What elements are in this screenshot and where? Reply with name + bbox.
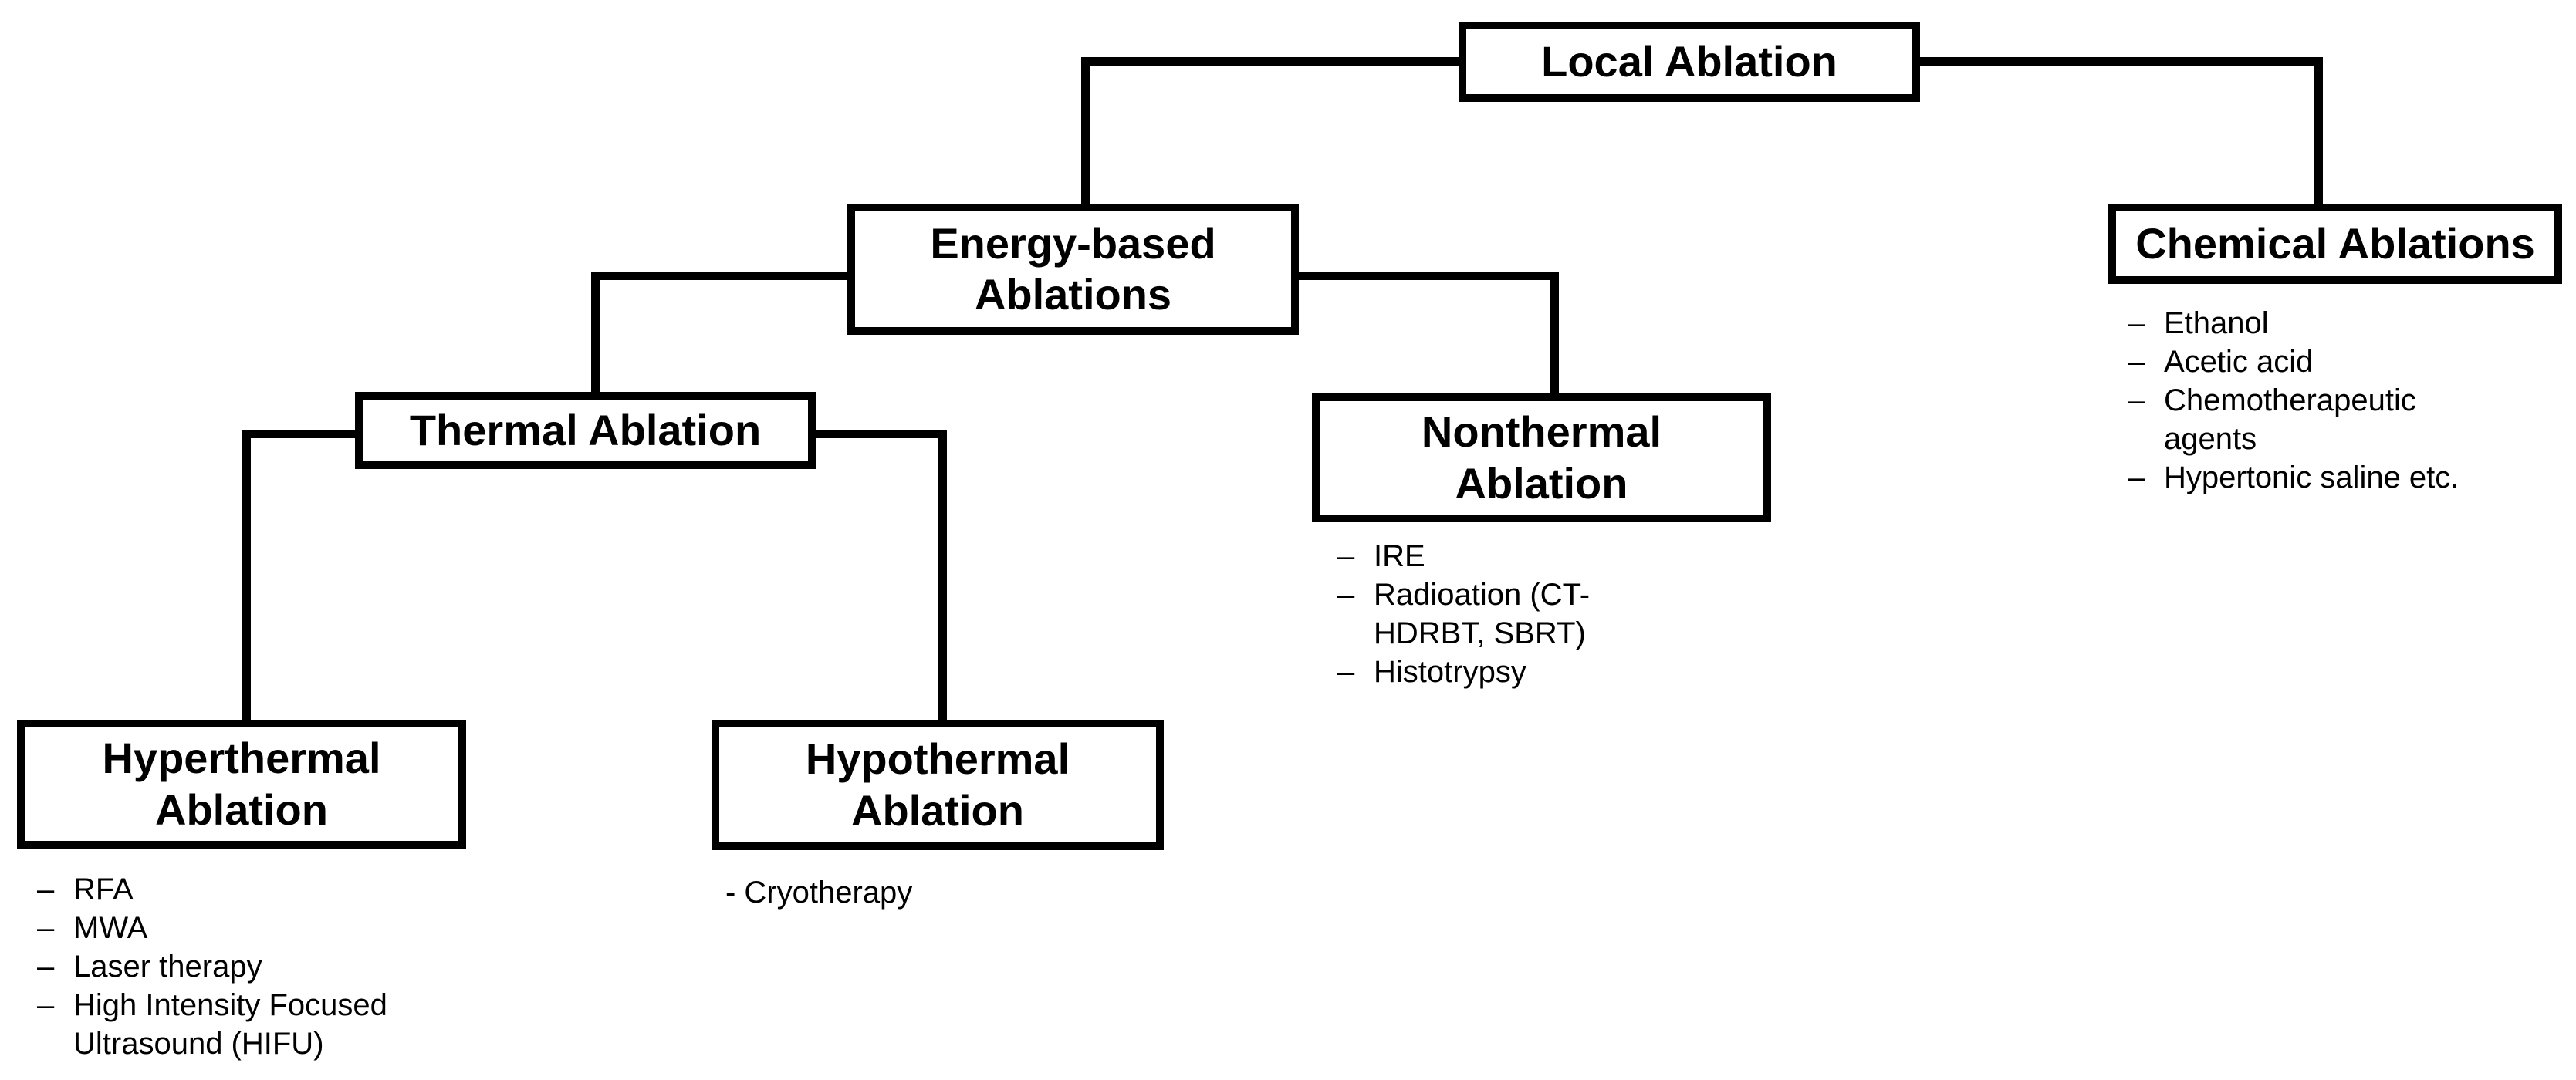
node-nonthermal-ablation: Nonthermal Ablation (1312, 393, 1771, 522)
note-cryotherapy: - Cryotherapy (725, 876, 913, 910)
bullet-dash: – (37, 911, 55, 945)
connector-energy-to-thermal-vertical (591, 272, 600, 392)
list-item: –Ethanol (2128, 304, 2496, 343)
connector-energy-to-nonthermal-vertical (1550, 272, 1559, 393)
connector-local-to-energy-vertical (1081, 57, 1090, 204)
bullet-dash: – (2128, 306, 2145, 340)
list-item: –Laser therapy (37, 947, 413, 986)
list-item-text: Hypertonic saline etc. (2164, 461, 2459, 494)
node-hyperthermal-ablation: Hyperthermal Ablation (17, 720, 466, 849)
list-item-text: Acetic acid (2164, 345, 2314, 379)
bullet-dash: – (37, 950, 55, 984)
connector-thermal-to-hypothermal-vertical (938, 430, 947, 720)
connector-thermal-to-hyperthermal-vertical (242, 430, 251, 720)
list-item-text: Laser therapy (73, 950, 262, 984)
list-chemical-ablations: –Ethanol–Acetic acid–Chemotherapeutic ag… (2128, 304, 2496, 497)
connector-local-to-energy-horizontal (1085, 57, 1459, 66)
bullet-dash: – (37, 988, 55, 1022)
list-item: –RFA (37, 870, 413, 909)
list-item-text: Chemotherapeutic agents (2164, 383, 2416, 456)
list-item: –High Intensity Focused Ultrasound (HIFU… (37, 986, 413, 1063)
list-item: –Acetic acid (2128, 343, 2496, 381)
list-item: –IRE (1337, 537, 1605, 575)
bullet-dash: – (2128, 345, 2145, 379)
node-thermal-ablation: Thermal Ablation (355, 392, 816, 469)
list-item: –Hypertonic saline etc. (2128, 458, 2496, 497)
list-item-text: Radioation (CT-HDRBT, SBRT) (1374, 578, 1591, 650)
connector-energy-to-thermal-horizontal (591, 272, 847, 280)
list-item: –Histotrypsy (1337, 653, 1605, 691)
list-hyperthermal-ablation: –RFA–MWA–Laser therapy–High Intensity Fo… (37, 870, 413, 1063)
node-local-ablation: Local Ablation (1459, 22, 1920, 102)
list-item: –MWA (37, 909, 413, 947)
list-item-text: High Intensity Focused Ultrasound (HIFU) (73, 988, 387, 1061)
bullet-dash: – (1337, 578, 1355, 612)
list-item: –Chemotherapeutic agents (2128, 381, 2496, 458)
bullet-dash: – (2128, 461, 2145, 494)
list-nonthermal-ablation: –IRE–Radioation (CT-HDRBT, SBRT)–Histotr… (1337, 537, 1605, 691)
connector-energy-to-nonthermal-horizontal (1299, 272, 1559, 280)
bullet-dash: – (1337, 655, 1355, 689)
list-item-text: Histotrypsy (1374, 655, 1526, 689)
node-energy-based-ablations: Energy-based Ablations (847, 204, 1299, 335)
connector-thermal-to-hyperthermal-horizontal (242, 430, 355, 438)
bullet-dash: – (1337, 539, 1355, 573)
connector-thermal-to-hypothermal-horizontal (816, 430, 947, 438)
list-item-text: MWA (73, 911, 148, 945)
bullet-dash: – (2128, 383, 2145, 417)
list-item-text: Ethanol (2164, 306, 2269, 340)
list-item: –Radioation (CT-HDRBT, SBRT) (1337, 575, 1605, 653)
node-chemical-ablations: Chemical Ablations (2108, 204, 2562, 284)
connector-local-to-chemical-horizontal (1920, 57, 2323, 66)
list-item-text: IRE (1374, 539, 1425, 573)
connector-local-to-chemical-vertical (2314, 57, 2323, 204)
bullet-dash: – (37, 872, 55, 906)
list-item-text: RFA (73, 872, 134, 906)
node-hypothermal-ablation: Hypothermal Ablation (712, 720, 1164, 850)
